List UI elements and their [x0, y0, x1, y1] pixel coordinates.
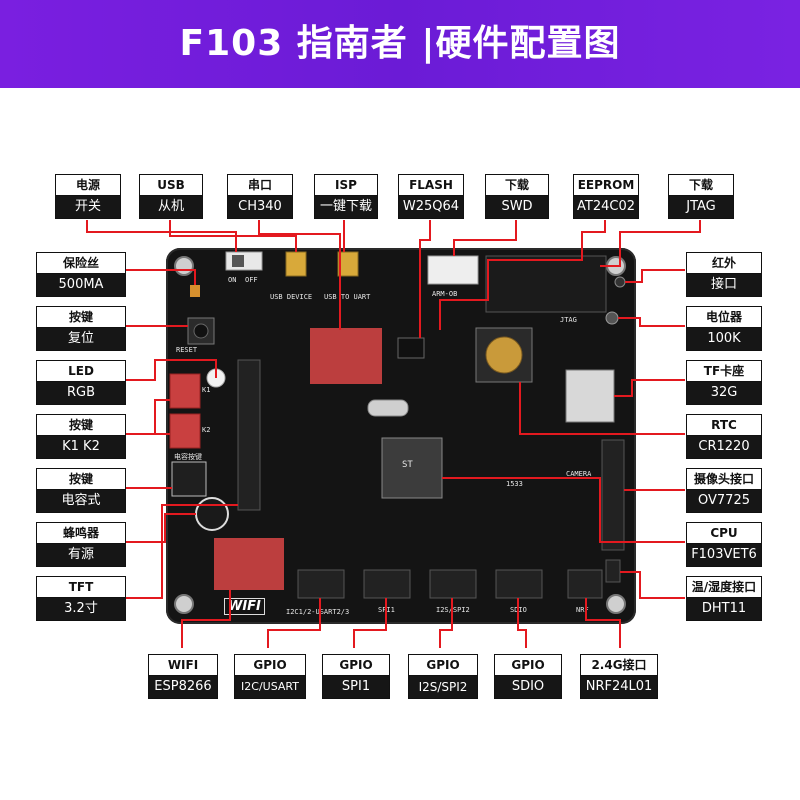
silk-arm-ob: ARM-OB: [432, 290, 458, 298]
wire-keys: [125, 399, 170, 435]
flash-chip: [397, 337, 425, 359]
silk-wifi: WIFI: [224, 598, 265, 615]
usb-uart-connector: [337, 251, 359, 277]
jtag-connector: [485, 255, 607, 313]
silk-reset: RESET: [176, 346, 198, 354]
label-flash: FLASH W25Q64: [398, 174, 464, 219]
label-reset: 按键 复位: [36, 306, 126, 351]
mount-hole-bottom-left: [174, 594, 194, 614]
camera-header: [601, 439, 625, 551]
touch-key-pad: [171, 461, 207, 497]
silk-jtag: JTAG: [560, 316, 577, 324]
mount-hole-bottom-right: [606, 594, 626, 614]
label-touch: 按键 电容式: [36, 468, 126, 513]
silk-usb-to-uart: USB TO UART: [324, 293, 371, 301]
silk-camera: CAMERA: [566, 470, 592, 478]
label-tft: TFT 3.2寸: [36, 576, 126, 621]
wire-ir: [625, 269, 685, 283]
label-swd: 下载 SWD: [485, 174, 549, 219]
ch340-chip: [310, 328, 382, 384]
label-serial: 串口 CH340: [227, 174, 293, 219]
label-camera: 摄像头接口 OV7725: [686, 468, 762, 513]
page-title: F103 指南者 |硬件配置图: [179, 23, 621, 64]
silk-i2c-usart: I2C1/2-USART2/3: [286, 608, 350, 616]
label-jtag: 下载 JTAG: [668, 174, 734, 219]
label-tf: TF卡座 32G: [686, 360, 762, 405]
silk-nrf: NRF: [576, 606, 589, 614]
silk-touch-key: 电容按键: [174, 453, 202, 461]
title-banner: F103 指南者 |硬件配置图: [0, 0, 800, 88]
wire-swd: [453, 220, 517, 256]
wire-flash: [419, 220, 431, 338]
silk-chip-brand: ST: [402, 460, 413, 470]
wire-buzzer: [125, 513, 196, 543]
wire-power: [86, 220, 237, 252]
silk-on: ON: [228, 276, 237, 284]
fuse: [190, 285, 200, 297]
wire-nrf: [585, 598, 621, 648]
label-dht: 温/湿度接口 DHT11: [686, 576, 762, 621]
wire-pot: [618, 317, 685, 327]
wifi-module: [214, 538, 284, 590]
label-gpio-i2s-spi2: GPIO I2S/SPI2: [408, 654, 478, 699]
label-fuse: 保险丝 500MA: [36, 252, 126, 297]
silk-usb-device: USB DEVICE: [270, 293, 313, 301]
label-cpu: CPU F103VET6: [686, 522, 762, 567]
label-buzzer: 蜂鸣器 有源: [36, 522, 126, 567]
wire-serial: [258, 220, 341, 330]
label-ir: 红外 接口: [686, 252, 762, 297]
gpio-header-spi1: [363, 569, 411, 599]
wire-tf: [614, 379, 685, 397]
wire-fuse: [125, 269, 196, 285]
cpu-chip: [381, 437, 443, 499]
label-keys: 按键 K1 K2: [36, 414, 126, 459]
silk-spare: 1533: [506, 480, 523, 488]
key-k2: [169, 413, 201, 449]
silk-k2: K2: [202, 426, 211, 434]
silk-off: OFF: [245, 276, 258, 284]
wire-gpio4: [517, 598, 527, 648]
crystal: [367, 399, 409, 417]
label-led: LED RGB: [36, 360, 126, 405]
wire-wifi: [181, 590, 231, 648]
wire-gpio3: [439, 598, 453, 648]
silk-k1: K1: [202, 386, 211, 394]
label-rtc: RTC CR1220: [686, 414, 762, 459]
label-power: 电源 开关: [55, 174, 121, 219]
wire-gpio1: [267, 598, 321, 648]
wire-led: [125, 359, 217, 381]
key-k1: [169, 373, 201, 409]
wire-rtc: [519, 382, 685, 435]
wire-cpu: [442, 477, 685, 543]
label-isp: ISP 一键下载: [314, 174, 378, 219]
label-gpio-sdio: GPIO SDIO: [494, 654, 562, 699]
wire-gpio2: [353, 598, 387, 648]
label-usb: USB 从机: [139, 174, 203, 219]
gpio-header-sdio: [495, 569, 543, 599]
label-gpio-i2c-usart: GPIO I2C/USART: [234, 654, 306, 699]
wire-dht: [620, 571, 685, 599]
label-nrf: 2.4G接口 NRF24L01: [580, 654, 658, 699]
wire-tft: [125, 504, 238, 599]
gpio-header-i2s-spi2: [429, 569, 477, 599]
tft-header: [237, 359, 261, 511]
label-wifi: WIFI ESP8266: [148, 654, 218, 699]
tf-card-socket: [565, 369, 615, 423]
wire-eeprom: [439, 220, 606, 330]
wire-jtag: [600, 220, 701, 267]
label-pot: 电位器 100K: [686, 306, 762, 351]
wire-usb: [169, 220, 297, 252]
label-gpio-spi1: GPIO SPI1: [322, 654, 390, 699]
label-eeprom: EEPROM AT24C02: [573, 174, 639, 219]
nrf-header: [567, 569, 603, 599]
swd-connector: [427, 255, 479, 285]
